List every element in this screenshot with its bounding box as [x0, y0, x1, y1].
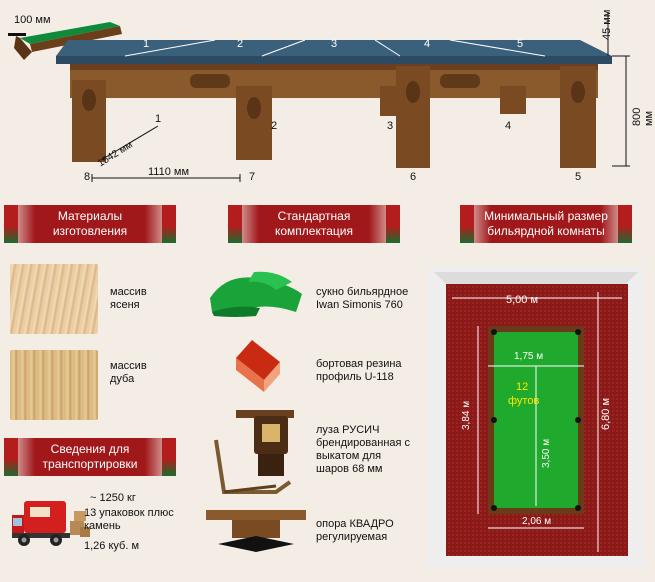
materials-header: Материалы изготовления	[4, 205, 176, 243]
leg-number-bottom-8: 8	[84, 171, 91, 183]
leg-number-front-2: 2	[271, 120, 278, 132]
rubber-cushion-label: бортовая резина профиль U-118	[316, 358, 402, 383]
table-illustration	[0, 0, 649, 195]
slate-number-2: 2	[237, 38, 244, 50]
table-legs	[72, 66, 596, 168]
ash-wood-label: массив ясеня	[110, 286, 147, 311]
truck-icon	[10, 495, 92, 550]
slate-number-4: 4	[424, 38, 431, 50]
slate-number-1: 1	[143, 38, 150, 50]
slate-number-5: 5	[517, 38, 524, 50]
leg-number-bottom-5: 5	[575, 171, 582, 183]
leg-support-label: опора КВАДРО регулируемая	[316, 518, 394, 543]
inner-width: 1,75 м	[514, 351, 544, 362]
equipment-header: Стандартная комплектация	[228, 205, 400, 243]
table-length: 3,84 м	[461, 400, 472, 430]
room-plan-drawing	[434, 272, 638, 556]
room-header: Минимальный размер бильярдной комнаты	[460, 205, 632, 243]
transport-header: Сведения для транспортировки	[4, 438, 176, 476]
rail-height-label: 45 мм	[601, 9, 613, 40]
pocket-icon	[206, 406, 302, 498]
transport-volume: 1,26 куб. м	[84, 540, 139, 552]
leg-number-front-1: 1	[155, 113, 162, 125]
leg-support-icon	[206, 506, 306, 552]
oak-wood-swatch	[10, 350, 98, 420]
oak-wood-label: массив дуба	[110, 360, 147, 385]
ash-wood-swatch	[10, 264, 98, 334]
pocket-label: луза РУСИЧ брендированная с выкатом для …	[316, 424, 411, 475]
transport-packages: 13 упаковок плюс камень	[84, 507, 174, 532]
cloth-icon	[206, 264, 306, 320]
width-label: 1110 мм	[148, 166, 190, 178]
cloth-label: сукно бильярдное Iwan Simonis 760	[316, 286, 409, 311]
room-plan	[428, 266, 644, 568]
leg-number-bottom-6: 6	[410, 171, 417, 183]
table-width: 2,06 м	[522, 516, 552, 527]
table-height-label: 800 мм	[631, 107, 655, 126]
room-length: 6,80 м	[600, 397, 612, 430]
leg-number-front-3: 3	[387, 120, 394, 132]
rubber-cushion-icon	[230, 336, 286, 394]
room-width: 5,00 м	[506, 294, 539, 306]
leg-number-front-4: 4	[505, 120, 512, 132]
slate-number-3: 3	[331, 38, 338, 50]
transport-weight: ~ 1250 кг	[90, 492, 136, 504]
table-size-unit: футов	[508, 395, 540, 407]
rail-width-label: 100 мм	[14, 14, 51, 26]
leg-number-bottom-7: 7	[249, 171, 256, 183]
rail-sample	[8, 22, 122, 60]
table-size-number: 12	[516, 381, 529, 393]
billiard-table-drawing	[8, 12, 630, 182]
inner-length: 3,50 м	[541, 438, 552, 468]
